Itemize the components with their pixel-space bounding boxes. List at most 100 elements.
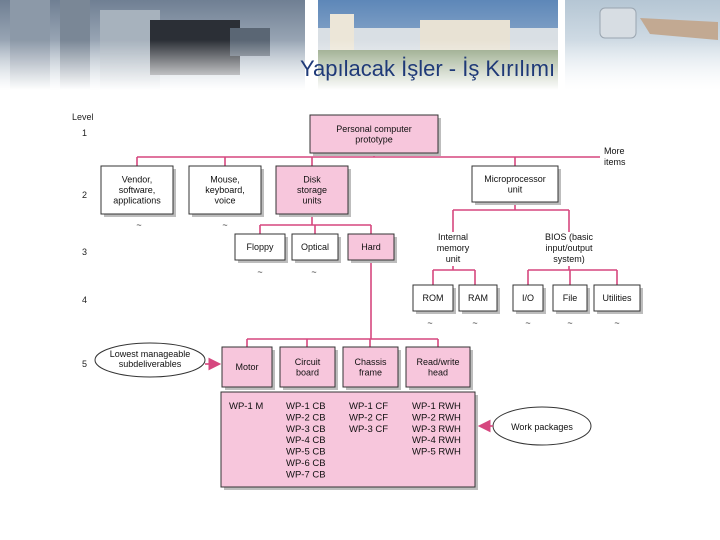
wbs-node-file: File [552,284,590,314]
continuation-mark: ~ [222,220,227,230]
header-photo-banner [0,0,720,90]
continuation-mark: ~ [427,318,432,328]
callout-label: Lowest manageable [110,349,191,359]
work-package-item: WP-3 CF [349,424,388,435]
work-package-item: WP-2 CF [349,412,388,423]
wbs-node-label: RAM [468,293,488,303]
work-package-item: WP-5 CB [286,447,326,458]
wbs-node-label: BIOS (basic [545,232,594,242]
wbs-node-label: keyboard, [205,185,245,195]
work-package-item: WP-3 CB [286,424,326,435]
connector-lines [136,153,618,347]
wbs-node-label: Disk [303,175,321,185]
wbs-node-ram: RAM [458,284,500,314]
wbs-node-label: Microprocessor [484,174,546,184]
work-package-item: WP-6 CB [286,458,326,469]
level-number: 2 [82,190,87,200]
wbs-node-label: Hard [361,242,381,252]
wbs-node-label: board [296,367,319,377]
wbs-node-hard: Hard [347,233,397,263]
wbs-node-mouse: Mouse,keyboard,voice [188,165,264,217]
work-package-box [220,391,476,488]
wbs-node-label: More [604,146,625,156]
wbs-node-label: Motor [235,362,258,372]
work-package-column-motor: WP-1 M [229,401,263,412]
wbs-node-motor: Motor [221,346,275,390]
wbs-node-label: frame [359,367,382,377]
work-package-item: WP-1 CB [286,401,326,412]
work-package-item: WP-1 M [229,401,263,412]
wbs-node-label: File [563,293,578,303]
wbs-node-vendor: Vendor,software,applications [100,165,176,217]
work-package-item: WP-2 CB [286,412,326,423]
wbs-node-label: Chassis [354,357,387,367]
wbs-node-label: Optical [301,242,329,252]
callout-work-packages: Work packages [477,406,592,446]
wbs-node-label: head [428,367,448,377]
wbs-node-label: Vendor, [122,175,153,185]
work-package-item: WP-1 RWH [412,401,461,412]
wbs-node-label: Internal [438,232,468,242]
wbs-node-label: software, [119,185,156,195]
wbs-node-label: ROM [423,293,444,303]
wbs-node-label: Mouse, [210,175,240,185]
wbs-boxes: Personal computerprototypeVendor,softwar… [100,114,643,390]
wbs-node-floppy: Floppy [234,233,288,263]
wbs-node-rom: ROM [412,284,456,314]
work-package-item: WP-3 RWH [412,424,461,435]
wbs-node-utilities: Utilities [593,284,643,314]
continuation-mark: ~ [136,220,141,230]
level-heading: Level [72,112,94,122]
continuation-mark: ~ [614,318,619,328]
wbs-node-optical: Optical [291,233,341,263]
continuation-mark: ~ [525,318,530,328]
wbs-node-label: memory [437,243,470,253]
wbs-node-label: Read/write [416,357,459,367]
continuation-mark: ~ [257,267,262,277]
wbs-node-label: voice [214,196,235,206]
wbs-node-label: Floppy [246,242,274,252]
wbs-node-label: system) [553,254,585,264]
work-package-item: WP-4 RWH [412,435,461,446]
wbs-node-label: I/O [522,293,534,303]
callout-label: subdeliverables [119,359,182,369]
slide-title: Yapılacak İşler - İş Kırılımı [300,56,556,81]
continuation-mark: ~ [472,318,477,328]
work-package-item: WP-4 CB [286,435,326,446]
work-package-item: WP-5 RWH [412,447,461,458]
wbs-node-label: Circuit [295,357,321,367]
level-number: 1 [82,128,87,138]
continuation-mark: ~ [567,318,572,328]
wbs-node-label: applications [113,196,161,206]
level-number: 5 [82,359,87,369]
wbs-node-label: unit [508,184,523,194]
wbs-node-label: storage [297,185,327,195]
wbs-node-label: items [604,157,626,167]
wbs-node-label: input/output [545,243,593,253]
wbs-node-label: Utilities [602,293,632,303]
wbs-node-label: Personal computer [336,124,412,134]
wbs-node-io: I/O [512,284,546,314]
work-package-item: WP-1 CF [349,401,388,412]
wbs-node-label: units [302,196,322,206]
level-labels: Level 1 2 3 4 5 [72,112,94,369]
wbs-node-label: unit [446,254,461,264]
level-number: 3 [82,247,87,257]
callout-label: Work packages [511,422,573,432]
level-number: 4 [82,295,87,305]
work-package-item: WP-7 CB [286,469,326,480]
